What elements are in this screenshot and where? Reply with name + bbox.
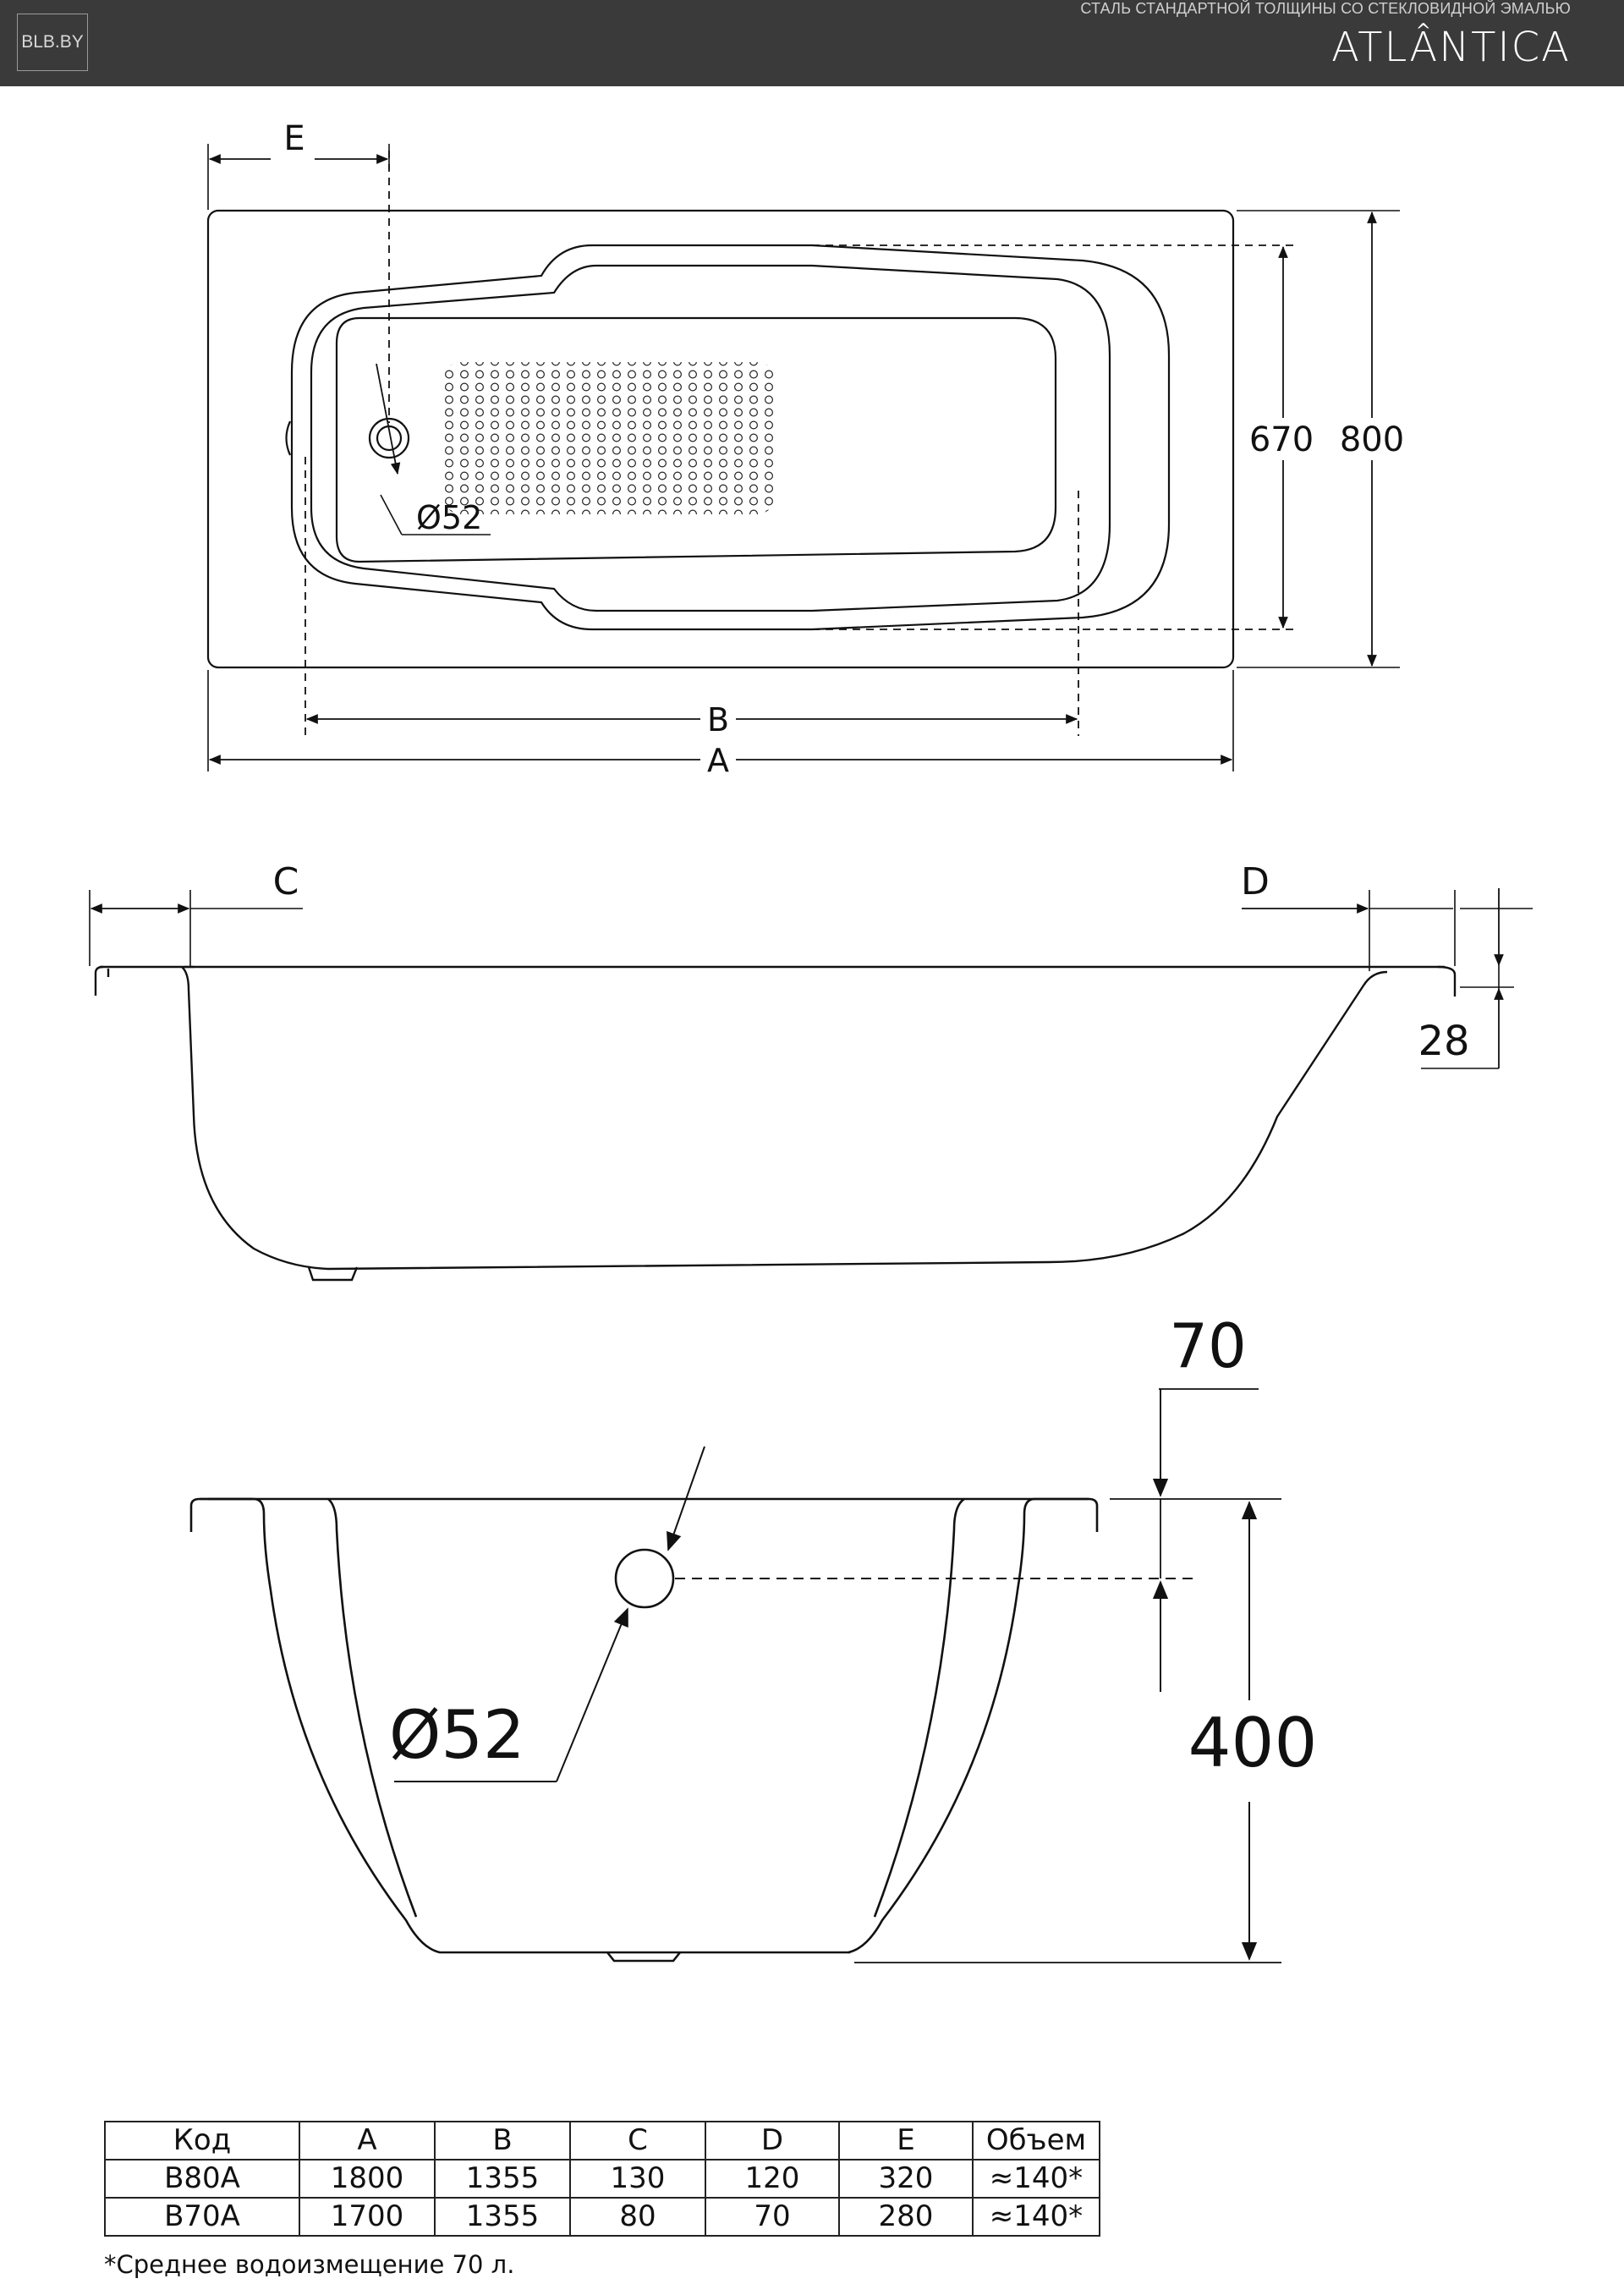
dim-670: 670: [1249, 420, 1314, 459]
col-header: Код: [104, 2121, 300, 2160]
tub-basin-floor: [335, 316, 1057, 563]
table-row: B80A 1800 1355 130 120 320 ≈140*: [104, 2159, 1100, 2199]
table-cell: B80A: [104, 2159, 300, 2199]
spec-table: Код A B C D E Объем B80A 1800 1355 130 1…: [104, 2121, 1100, 2237]
table-cell: 280: [838, 2197, 974, 2237]
overflow-notch: [285, 420, 292, 456]
side-view-labels: C D 28: [273, 860, 1470, 1065]
footnote: *Среднее водоизмещение 70 л.: [104, 2250, 515, 2279]
table-cell: 70: [705, 2197, 840, 2237]
table-header-row: Код A B C D E Объем: [104, 2121, 1100, 2160]
col-header: D: [705, 2121, 840, 2160]
inner-wall-left: [327, 1497, 418, 1918]
end-view: [189, 1388, 1281, 1963]
tub-side-profile: [181, 966, 1388, 1271]
inner-wall-right: [873, 1497, 965, 1918]
label-c: C: [273, 860, 299, 903]
table-cell: ≈140*: [972, 2197, 1100, 2237]
table-cell: 1800: [299, 2159, 436, 2199]
right-rim: [1437, 965, 1457, 997]
top-view-labels: E B A 670 800 Ø52: [271, 117, 1411, 780]
table-cell: 1355: [434, 2159, 571, 2199]
col-header: E: [838, 2121, 974, 2160]
col-header: Объем: [972, 2121, 1100, 2160]
label-b: B: [707, 701, 729, 738]
end-view-labels: 70 400 Ø52: [389, 1310, 1317, 1782]
table-cell: 130: [569, 2159, 706, 2199]
drain-outer: [368, 417, 410, 459]
label-e: E: [283, 119, 304, 158]
dim-400: 400: [1188, 1704, 1318, 1782]
product-subtitle: СТАЛЬ СТАНДАРТНОЙ ТОЛЩИНЫ СО СТЕКЛОВИДНО…: [1080, 0, 1571, 17]
tub-outline-top: [206, 209, 1235, 669]
table-cell: 1700: [299, 2197, 436, 2237]
tub-rim-outer: [290, 244, 1171, 631]
table-cell: ≈140*: [972, 2159, 1100, 2199]
overflow-diameter-end: Ø52: [389, 1698, 525, 1774]
site-logo[interactable]: BLB.BY: [17, 14, 88, 71]
table-row: B70A 1700 1355 80 70 280 ≈140*: [104, 2197, 1100, 2237]
col-header: B: [434, 2121, 571, 2160]
drain-diameter-top: Ø52: [416, 499, 482, 536]
left-rim: [94, 965, 104, 996]
side-view: [89, 888, 1533, 1282]
table-cell: 320: [838, 2159, 974, 2199]
col-header: A: [299, 2121, 436, 2160]
dim-28: 28: [1418, 1018, 1469, 1065]
tub-rim-mid: [310, 264, 1111, 612]
dim-800: 800: [1340, 420, 1404, 459]
floor-drain-end: [606, 1952, 682, 1963]
table-cell: B70A: [104, 2197, 300, 2237]
label-d: D: [1241, 860, 1270, 903]
overflow-hole: [614, 1548, 675, 1609]
top-view: [206, 144, 1400, 771]
table-cell: 80: [569, 2197, 706, 2237]
col-header: C: [569, 2121, 706, 2160]
label-a: A: [707, 742, 729, 779]
brand-title: ATLÂNTICA: [1331, 24, 1571, 71]
dim-70: 70: [1169, 1310, 1247, 1381]
table-cell: 1355: [434, 2197, 571, 2237]
table-cell: 120: [705, 2159, 840, 2199]
header-bar: BLB.BY СТАЛЬ СТАНДАРТНОЙ ТОЛЩИНЫ СО СТЕК…: [0, 0, 1624, 86]
anti-slip-pattern: [442, 362, 776, 514]
floor-foot: [307, 1266, 359, 1282]
